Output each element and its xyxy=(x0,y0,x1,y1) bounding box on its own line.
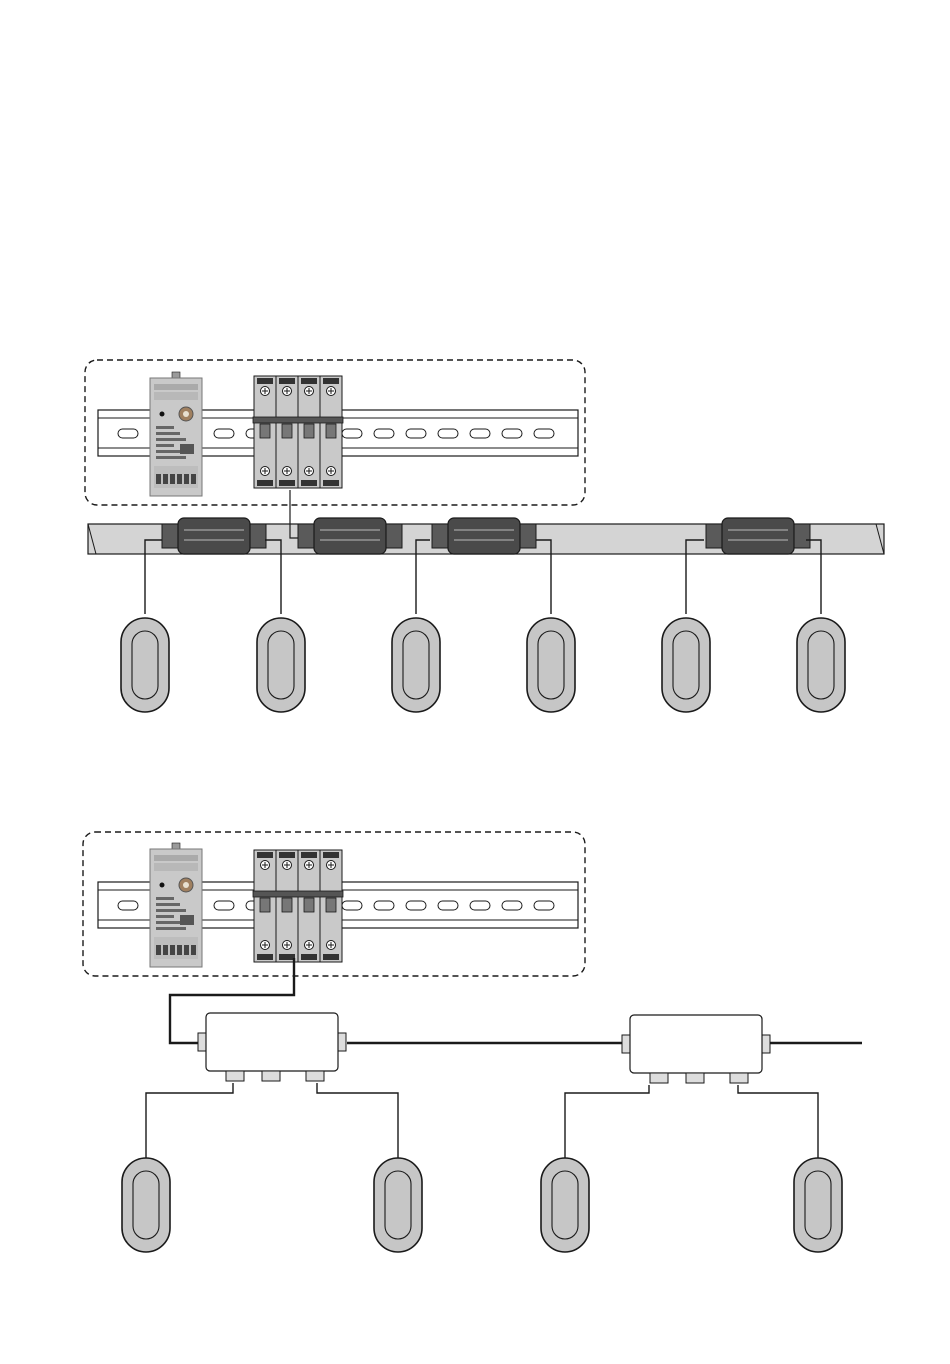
sensor-pad xyxy=(794,1158,842,1252)
sensor-pad xyxy=(121,618,169,712)
terminal xyxy=(156,474,161,484)
rail-slot xyxy=(502,429,522,438)
breaker-toggle xyxy=(260,424,270,438)
breaker-toggle xyxy=(260,898,270,912)
status-led xyxy=(160,883,165,888)
rail-slot xyxy=(342,901,362,910)
gateway-module xyxy=(150,843,202,967)
sensor-pad xyxy=(392,618,440,712)
breaker-toggle xyxy=(282,424,292,438)
terminal xyxy=(177,474,182,484)
bus-connector xyxy=(298,518,402,554)
sensor-pad xyxy=(257,618,305,712)
rail-slot xyxy=(118,901,138,910)
rail-slot xyxy=(118,429,138,438)
terminal xyxy=(156,945,161,955)
wire xyxy=(146,1083,233,1158)
terminal xyxy=(184,945,189,955)
terminal xyxy=(184,474,189,484)
rail-slot xyxy=(214,901,234,910)
rail-slot xyxy=(438,901,458,910)
rail-slot xyxy=(406,901,426,910)
cable-gland xyxy=(650,1073,668,1083)
wire xyxy=(738,1085,818,1158)
terminal xyxy=(191,945,196,955)
breaker-bar xyxy=(253,891,343,897)
sensor-pad xyxy=(527,618,575,712)
sensor-pad xyxy=(541,1158,589,1252)
sensor-pad xyxy=(374,1158,422,1252)
rail-slot xyxy=(342,429,362,438)
breaker-toggle xyxy=(304,898,314,912)
terminal xyxy=(170,945,175,955)
cable-gland xyxy=(686,1073,704,1083)
terminal xyxy=(163,945,168,955)
rail-slot xyxy=(502,901,522,910)
terminal xyxy=(163,474,168,484)
sensor-pad xyxy=(797,618,845,712)
bus-connector xyxy=(432,518,536,554)
cable-gland xyxy=(262,1071,280,1081)
junction-box xyxy=(198,1013,346,1081)
rail-slot xyxy=(534,901,554,910)
wire xyxy=(317,1083,398,1158)
rail-slot xyxy=(214,429,234,438)
circuit-breaker-4pole xyxy=(253,850,343,962)
status-led xyxy=(160,412,165,417)
rail-slot xyxy=(374,429,394,438)
cable-gland xyxy=(730,1073,748,1083)
rail-slot xyxy=(470,901,490,910)
sensor-pad xyxy=(662,618,710,712)
breaker-toggle xyxy=(282,898,292,912)
cable-gland xyxy=(226,1071,244,1081)
terminal xyxy=(191,474,196,484)
breaker-bar xyxy=(253,417,343,423)
rail-slot xyxy=(406,429,426,438)
rail-slot xyxy=(534,429,554,438)
bus-connector xyxy=(162,518,266,554)
breaker-toggle xyxy=(326,424,336,438)
terminal xyxy=(170,474,175,484)
bus-connector xyxy=(706,518,810,554)
diagram-junction-box-topology xyxy=(83,832,862,1252)
circuit-breaker-4pole xyxy=(253,376,343,488)
breaker-toggle xyxy=(326,898,336,912)
rail-slot xyxy=(438,429,458,438)
rail-slot xyxy=(374,901,394,910)
rail-slot xyxy=(470,429,490,438)
junction-box xyxy=(622,1015,770,1083)
sensor-pad xyxy=(122,1158,170,1252)
wire xyxy=(565,1085,649,1158)
diagram-flat-cable-topology xyxy=(85,360,884,712)
terminal xyxy=(177,945,182,955)
cable-gland xyxy=(306,1071,324,1081)
gateway-module xyxy=(150,372,202,496)
breaker-toggle xyxy=(304,424,314,438)
